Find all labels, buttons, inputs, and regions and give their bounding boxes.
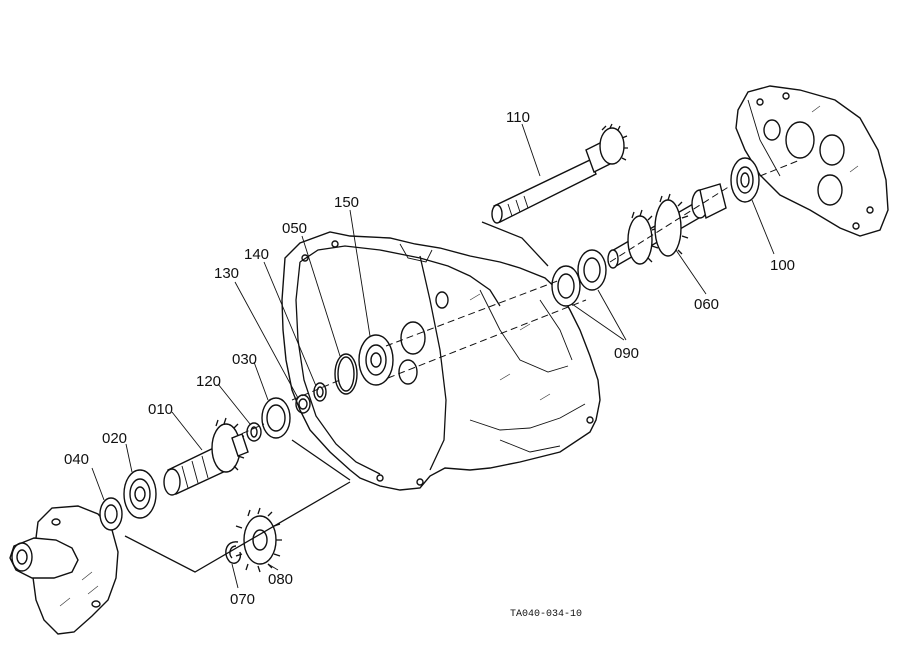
rear-cover-plate	[735, 85, 889, 237]
part-100-bearing	[730, 157, 760, 203]
label-150: 150	[334, 194, 359, 211]
part-060-gear-shaft	[607, 183, 727, 269]
front-housing	[9, 505, 119, 635]
part-120-washer	[246, 422, 262, 442]
leader-lines	[91, 123, 775, 589]
alignment-lines	[231, 159, 801, 439]
part-150-bearing	[358, 334, 394, 386]
label-110: 110	[506, 109, 530, 126]
part-020-bearing	[123, 469, 157, 519]
drawing-code-caption: TA040-034-10	[510, 609, 582, 620]
label-050: 050	[282, 220, 307, 237]
label-130: 130	[214, 265, 239, 282]
part-050-snap-ring	[334, 353, 358, 395]
label-120: 120	[196, 373, 221, 390]
group-bracket-lines	[124, 221, 549, 573]
label-020: 020	[102, 430, 127, 447]
label-100: 100	[770, 257, 795, 274]
label-140: 140	[244, 246, 269, 263]
label-030: 030	[232, 351, 257, 368]
part-080-gear	[235, 507, 282, 573]
label-080: 080	[268, 571, 293, 588]
part-040-seal	[99, 497, 123, 531]
part-labels: 110 150 050 140 130 030 120 010 020 040 …	[64, 109, 795, 608]
part-140-ring	[313, 382, 327, 402]
transmission-housing	[281, 231, 601, 491]
label-060: 060	[694, 296, 719, 313]
part-110-shaft	[491, 123, 628, 224]
label-070: 070	[230, 591, 255, 608]
part-070-ring	[225, 541, 242, 564]
part-090-bearings	[551, 249, 607, 307]
label-040: 040	[64, 451, 89, 468]
part-030-bearing	[261, 397, 291, 439]
label-090: 090	[614, 345, 639, 362]
part-010-gear-shaft	[163, 417, 249, 496]
label-010: 010	[148, 401, 173, 418]
